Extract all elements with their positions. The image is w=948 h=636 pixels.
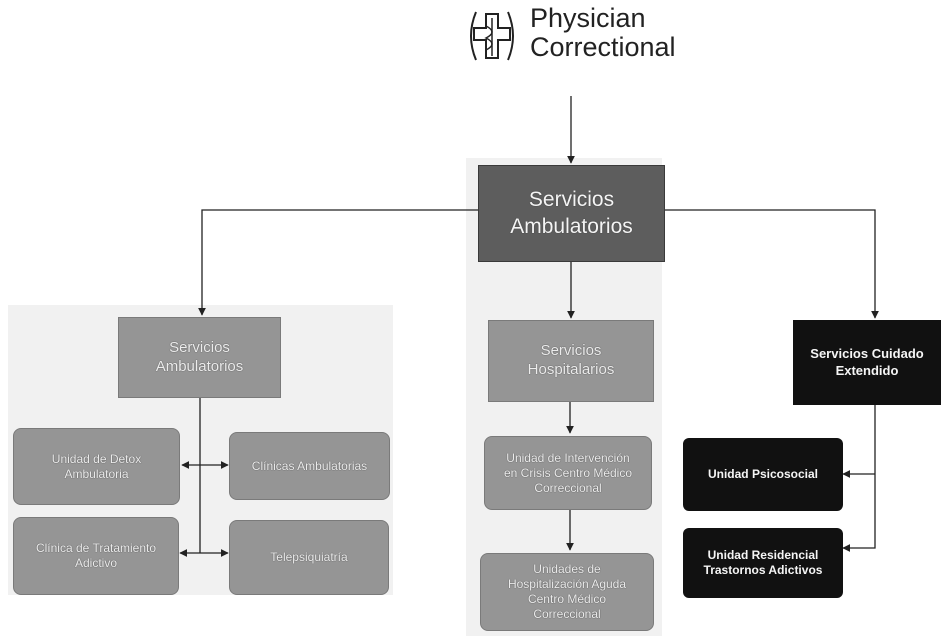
node-clinicas-ambulatorias: Clínicas Ambulatorias — [229, 432, 390, 500]
node-servicios-ambulatorios: Servicios Ambulatorios — [118, 317, 281, 398]
node-servicios-hospitalarios: Servicios Hospitalarios — [488, 320, 654, 402]
node-unidad-residencial-trastornos-adictivos: Unidad Residencial Trastornos Adictivos — [683, 528, 843, 598]
logo-line-2: Correctional — [530, 32, 676, 62]
node-unidades-hospitalizacion-aguda: Unidades de Hospitalización Aguda Centro… — [480, 553, 654, 631]
node-root-servicios-ambulatorios: Servicios Ambulatorios — [478, 165, 665, 262]
node-clinica-tratamiento-adictivo: Clínica de Tratamiento Adictivo — [13, 517, 179, 595]
logo-wordmark: Physician Correctional — [530, 4, 676, 62]
caduceus-cross-seal-icon — [470, 11, 514, 61]
logo-line-1: Physician — [530, 3, 646, 33]
node-unidad-intervencion-crisis: Unidad de Intervención en Crisis Centro … — [484, 436, 652, 510]
node-telepsiquiatria: Telepsiquiatría — [229, 520, 389, 595]
node-unidad-psicosocial: Unidad Psicosocial — [683, 438, 843, 511]
node-servicios-cuidado-extendido: Servicios Cuidado Extendido — [793, 320, 941, 405]
node-unidad-detox-ambulatoria: Unidad de Detox Ambulatoria — [13, 428, 180, 505]
